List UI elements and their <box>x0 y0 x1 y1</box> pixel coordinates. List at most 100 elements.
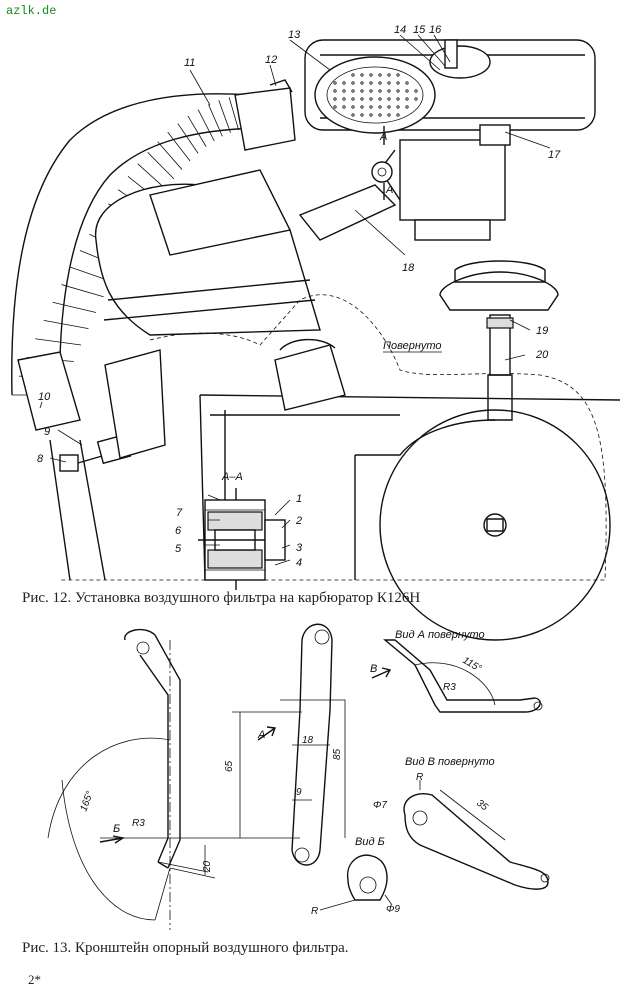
view-mark-a-bottom: А <box>385 184 393 196</box>
callout-17: 17 <box>548 149 561 161</box>
rotated-label: Повернуто <box>383 340 442 352</box>
view-b-title: Вид В повернуто <box>405 756 495 768</box>
mesh-dot <box>360 89 364 93</box>
view-b-small <box>319 854 393 911</box>
view-a-rotated <box>371 639 543 713</box>
mesh-dot <box>342 105 346 109</box>
mesh-dot <box>369 105 373 109</box>
mesh-dot <box>396 89 400 93</box>
mesh-dot <box>396 81 400 85</box>
mesh-dot <box>333 105 337 109</box>
dim-18: 18 <box>302 735 314 746</box>
mesh-dot <box>351 113 355 117</box>
hose-rib <box>43 319 89 329</box>
callout-20: 20 <box>535 349 549 361</box>
figure-12-caption: Рис. 12. Установка воздушного фильтра на… <box>22 590 421 606</box>
callout-10: 10 <box>38 391 51 403</box>
support-bracket <box>298 184 397 241</box>
dim-r3-view: R3 <box>443 682 456 693</box>
figure-13-caption: Рис. 13. Кронштейн опорный воздушного фи… <box>22 940 349 956</box>
mesh-dot <box>414 89 418 93</box>
hose-rib <box>147 152 175 180</box>
mesh-dot <box>360 97 364 101</box>
view-b-small-title: Вид Б <box>355 836 385 848</box>
dim-r3-side: R3 <box>132 818 145 829</box>
callout-19: 19 <box>536 325 548 337</box>
mesh-dot <box>342 81 346 85</box>
arrow-a-label: А <box>257 729 265 741</box>
mesh-dot <box>342 97 346 101</box>
hose-rib <box>208 104 223 137</box>
mesh-dot <box>387 97 391 101</box>
mesh-dot <box>378 89 382 93</box>
mesh-dot <box>414 97 418 101</box>
section-label: А–А <box>221 471 243 483</box>
filter-housing <box>304 39 596 134</box>
hose-rib <box>35 338 82 346</box>
mesh-dot <box>387 105 391 109</box>
mesh-dot <box>378 73 382 77</box>
figure-13-drawing <box>47 623 550 930</box>
mesh-dot <box>378 97 382 101</box>
mounting-bolt <box>59 349 166 472</box>
mesh-dot <box>360 81 364 85</box>
mesh-dot <box>387 73 391 77</box>
callout-16: 16 <box>429 24 442 36</box>
hose-rib <box>61 284 104 298</box>
callout-11: 11 <box>184 57 195 69</box>
page-number: 2* <box>28 972 41 987</box>
mesh-dot <box>360 105 364 109</box>
bracket-front-view <box>232 623 346 866</box>
mesh-dot <box>351 89 355 93</box>
callout-6: 6 <box>175 525 182 537</box>
callout-leaders <box>39 34 551 566</box>
mesh-dot <box>396 105 400 109</box>
callout-5: 5 <box>175 543 182 555</box>
callout-18: 18 <box>402 262 415 274</box>
callout-15: 15 <box>413 24 426 36</box>
mesh-dot <box>396 73 400 77</box>
pulley-disk <box>379 409 611 641</box>
view-a-title: Вид А повернуто <box>395 629 485 641</box>
callout-1: 1 <box>296 493 302 505</box>
dim-85: 85 <box>332 748 343 760</box>
dim-35: 35 <box>474 798 490 814</box>
dim-angle-115: 115° <box>461 655 484 675</box>
mesh-dot <box>387 89 391 93</box>
mesh-dot <box>387 81 391 85</box>
hose-rib <box>197 109 215 142</box>
mesh-dot <box>369 73 373 77</box>
callout-8: 8 <box>37 453 44 465</box>
mesh-dot <box>378 113 382 117</box>
view-mark-a-top: А <box>379 131 387 143</box>
callout-13: 13 <box>288 29 301 41</box>
hose-rib <box>167 131 191 162</box>
callout-12: 12 <box>265 54 277 66</box>
mesh-dot <box>396 97 400 101</box>
mesh-dot <box>369 97 373 101</box>
hose-rib <box>228 97 240 131</box>
callout-7: 7 <box>176 507 183 519</box>
bracket-side-view <box>47 628 300 930</box>
hose-rib <box>218 100 231 133</box>
mesh-dot <box>405 97 409 101</box>
mesh-dot <box>396 113 400 117</box>
callout-14: 14 <box>394 24 406 36</box>
arrow-b-label: Б <box>113 823 120 835</box>
mesh-dot <box>351 97 355 101</box>
mesh-dot <box>333 89 337 93</box>
mesh-dot <box>405 105 409 109</box>
callout-4: 4 <box>296 557 302 569</box>
section-a-a <box>198 488 286 590</box>
dim-phi9: Φ9 <box>386 904 400 915</box>
mesh-dot <box>351 73 355 77</box>
dim-phi7: Φ7 <box>373 800 387 811</box>
figure-12-callouts: 10 9 8 11 12 13 14 15 16 17 18 19 20 1 2… <box>37 24 561 569</box>
hose-rib <box>177 123 199 154</box>
mesh-dot <box>378 81 382 85</box>
figure-12-drawing <box>11 34 621 641</box>
mesh-dot <box>369 81 373 85</box>
hose-rib <box>187 115 207 147</box>
callout-2: 2 <box>295 515 302 527</box>
